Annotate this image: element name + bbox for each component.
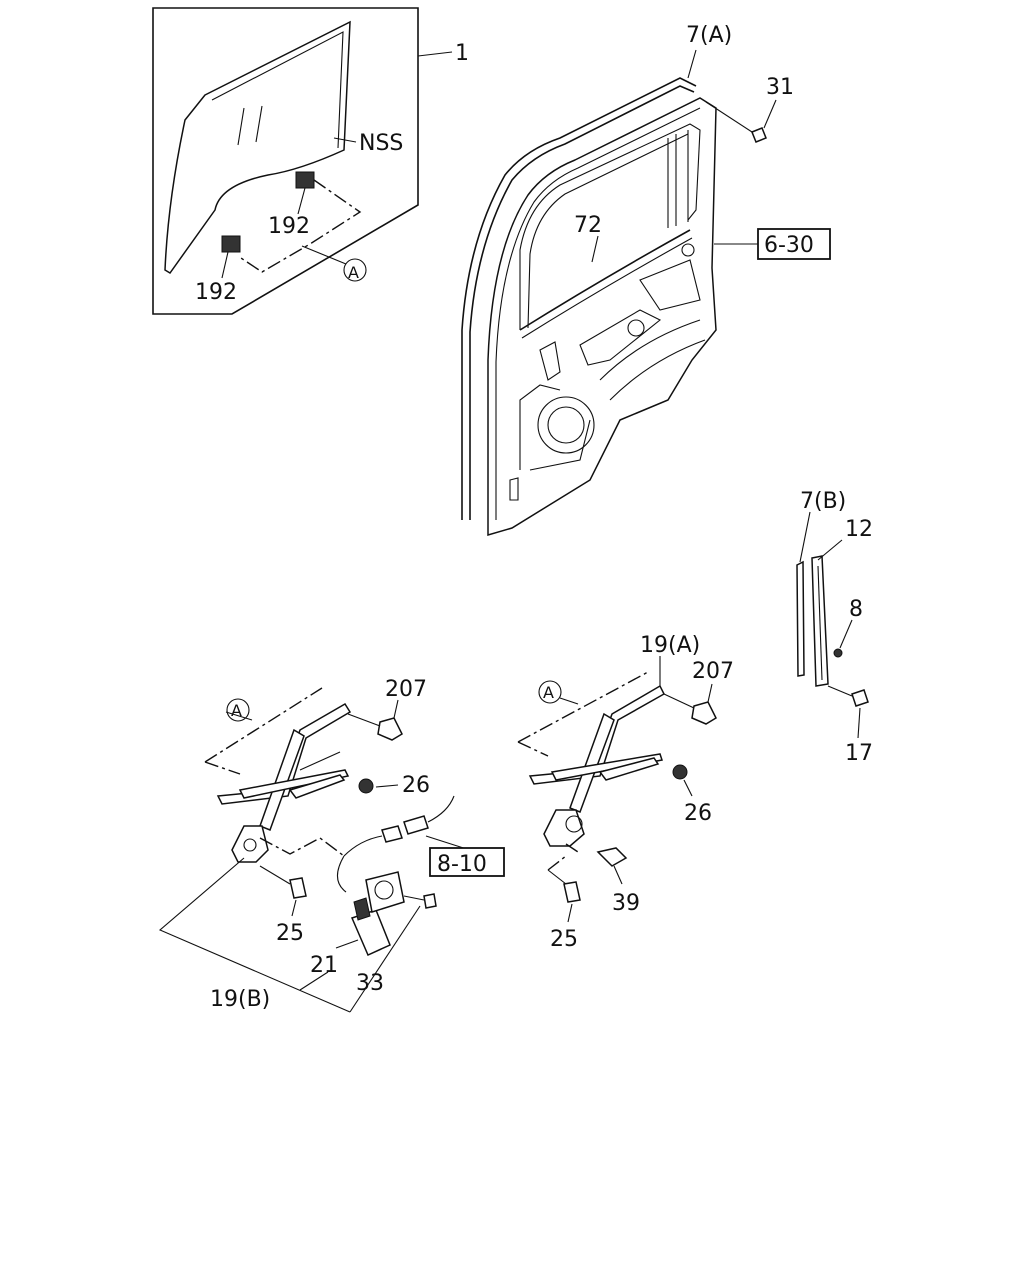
label-192-lower: 192 [195, 280, 237, 305]
label-nss: NSS [359, 131, 403, 156]
label-21: 21 [310, 953, 338, 978]
label-25-left: 25 [276, 921, 304, 946]
clip-192-upper [295, 171, 315, 189]
label-8: 8 [849, 597, 863, 622]
label-12: 12 [845, 517, 873, 542]
nut-26-left [358, 778, 374, 794]
label-7a: 7(A) [686, 23, 732, 48]
label-26-left: 26 [402, 773, 430, 798]
circle-a-marker-2 [226, 698, 250, 722]
bolt-25-right [563, 881, 581, 903]
handle-39 [596, 847, 628, 867]
label-19a: 19(A) [640, 633, 700, 658]
label-circle-a-3: A [543, 683, 554, 702]
label-207-left: 207 [385, 677, 427, 702]
label-31: 31 [766, 75, 794, 100]
door-assembly [461, 49, 777, 536]
bolt-207-left [377, 717, 403, 741]
label-8-10: 8-10 [437, 852, 487, 877]
label-207-right: 207 [692, 659, 734, 684]
ref-box-8-10 [429, 847, 505, 877]
label-17: 17 [845, 741, 873, 766]
door-glass [164, 20, 351, 274]
run-channel [796, 511, 869, 739]
circle-a-marker-3 [538, 680, 562, 704]
label-72: 72 [574, 213, 602, 238]
label-6-30: 6-30 [764, 233, 814, 258]
label-39: 39 [612, 891, 640, 916]
label-1: 1 [455, 41, 469, 66]
label-25-right: 25 [550, 927, 578, 952]
bolt-17 [851, 689, 869, 707]
label-33: 33 [356, 971, 384, 996]
regulator-19a [517, 656, 717, 923]
label-19b: 19(B) [210, 987, 270, 1012]
label-26-right: 26 [684, 801, 712, 826]
clip-192-lower [221, 235, 241, 253]
bolt-25-left [289, 877, 307, 899]
glass-inset [152, 7, 453, 315]
door-panel [487, 97, 717, 536]
label-circle-a-1: A [348, 263, 359, 282]
regulator-19b [158, 687, 477, 1013]
ref-box-6-30 [757, 228, 831, 260]
circle-a-marker-1 [343, 258, 367, 282]
bolt-207-right [691, 701, 717, 725]
label-circle-a-2: A [231, 701, 242, 720]
nut-26-right [672, 764, 688, 780]
label-7b: 7(B) [800, 489, 846, 514]
label-192-upper: 192 [268, 214, 310, 239]
bolt-31 [751, 127, 767, 143]
